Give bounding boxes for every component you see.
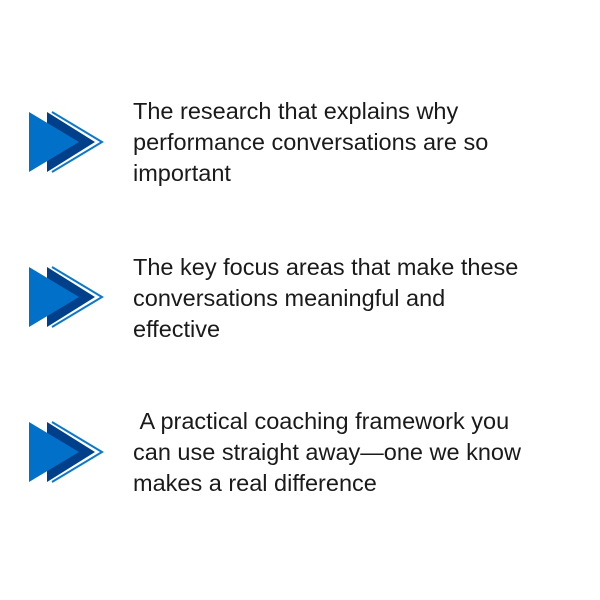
item-text: The research that explains why performan…	[133, 98, 489, 186]
item-text: The key focus areas that make these conv…	[133, 254, 519, 342]
item-text: A practical coaching framework you can u…	[133, 408, 521, 496]
double-arrow-icon	[29, 266, 104, 328]
double-arrow-icon	[29, 111, 104, 173]
double-arrow-icon	[29, 421, 104, 483]
